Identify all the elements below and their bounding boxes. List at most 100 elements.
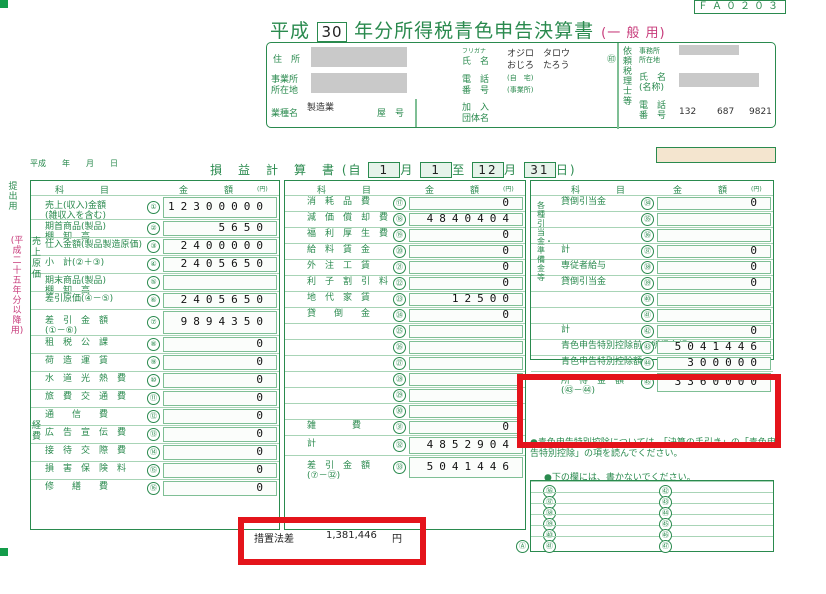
agent-name-field[interactable] [679, 73, 759, 87]
amount-value[interactable]: 9894350 [180, 315, 269, 328]
amount-cell[interactable] [657, 293, 771, 306]
amount-value[interactable]: 4840404 [426, 212, 515, 225]
amount-cell[interactable] [409, 457, 523, 478]
end-day[interactable]: 31 [523, 162, 556, 178]
row-label: 期末商品(製品) 棚 卸 高 [45, 276, 107, 296]
amount-value[interactable]: 0 [256, 373, 269, 386]
amount-value[interactable]: 0 [256, 409, 269, 422]
amount-cell[interactable] [657, 341, 771, 354]
amount-cell[interactable] [409, 341, 523, 354]
amount-cell[interactable] [657, 309, 771, 322]
amount-cell[interactable] [657, 197, 771, 210]
amount-cell[interactable] [409, 197, 523, 210]
amount-cell[interactable] [409, 277, 523, 290]
amount-value[interactable]: 0 [502, 244, 515, 257]
business-type-label: 業種名 [271, 109, 299, 119]
amount-value[interactable]: 2405650 [180, 257, 269, 270]
amount-cell[interactable] [409, 325, 523, 338]
table-row-divider [531, 291, 773, 292]
amount-cell[interactable] [657, 213, 771, 226]
amount-value[interactable]: 12500 [451, 292, 515, 305]
amount-cell[interactable] [657, 277, 771, 290]
amount-cell[interactable] [163, 463, 277, 478]
table-row-divider [31, 219, 279, 220]
address-field[interactable] [311, 47, 407, 67]
name-kana[interactable]: オジロ タロウ [507, 49, 571, 59]
amount-value[interactable]: 0 [750, 260, 763, 273]
row-label: 給 料 賃 金 [307, 245, 371, 255]
row-number: ㊶ [641, 309, 654, 322]
amount-cell[interactable] [163, 197, 277, 218]
amount-value[interactable]: 0 [502, 260, 515, 273]
amount-cell[interactable] [163, 409, 277, 424]
amount-cell[interactable] [657, 245, 771, 258]
business-type-value[interactable]: 製造業 [307, 103, 335, 113]
amount-value[interactable]: 0 [256, 445, 269, 458]
amount-value[interactable]: 5041446 [426, 460, 515, 473]
amount-value[interactable]: 0 [256, 391, 269, 404]
start-day[interactable]: 1 [420, 162, 453, 178]
office-address-field[interactable] [311, 73, 407, 93]
amount-cell[interactable] [163, 293, 277, 308]
agent-phone-3[interactable]: 9821 [749, 107, 772, 117]
end-month[interactable]: 12 [472, 162, 505, 178]
amount-cell[interactable] [163, 445, 277, 460]
amount-cell[interactable] [163, 427, 277, 442]
amount-value[interactable]: 0 [256, 427, 269, 440]
amount-value[interactable]: 0 [750, 276, 763, 289]
amount-value[interactable]: 0 [750, 244, 763, 257]
amount-value[interactable]: 0 [750, 324, 763, 337]
row-number: ㉙ [393, 389, 406, 402]
amount-cell[interactable] [409, 405, 523, 418]
agent-address-field[interactable] [679, 45, 739, 55]
amount-cell[interactable] [409, 213, 523, 226]
amount-cell[interactable] [163, 239, 277, 254]
amount-value[interactable]: 0 [256, 355, 269, 368]
filing-date[interactable]: 平成 年 月 日 [30, 159, 118, 168]
amount-cell[interactable] [163, 275, 277, 290]
amount-cell[interactable] [409, 373, 523, 386]
amount-value[interactable]: 0 [256, 481, 269, 494]
amount-cell[interactable] [163, 373, 277, 388]
amount-value[interactable]: 0 [502, 228, 515, 241]
amount-cell[interactable] [163, 337, 277, 352]
amount-cell[interactable] [409, 293, 523, 306]
amount-value[interactable]: 0 [502, 276, 515, 289]
amount-value[interactable]: 12300000 [168, 200, 269, 213]
amount-cell[interactable] [657, 261, 771, 274]
amount-cell[interactable] [409, 229, 523, 242]
amount-cell[interactable] [409, 261, 523, 274]
title-year[interactable]: 30 [317, 22, 348, 42]
amount-value[interactable]: 2405650 [180, 293, 269, 306]
amount-value[interactable]: 0 [256, 337, 269, 350]
amount-cell[interactable] [163, 355, 277, 370]
amount-cell[interactable] [163, 221, 277, 236]
amount-cell[interactable] [409, 357, 523, 370]
table-row-divider [285, 259, 525, 260]
amount-cell[interactable] [163, 311, 277, 334]
amount-value[interactable]: 0 [256, 463, 269, 476]
amount-value[interactable]: 4852904 [426, 438, 515, 451]
name-value[interactable]: おじろ たろう [507, 61, 570, 71]
amount-value[interactable]: 0 [750, 196, 763, 209]
amount-cell[interactable] [409, 389, 523, 402]
amount-value[interactable]: 0 [502, 308, 515, 321]
amount-cell[interactable] [163, 391, 277, 406]
amount-value[interactable]: 0 [502, 420, 515, 433]
amount-cell[interactable] [163, 257, 277, 272]
amount-value[interactable]: 300000 [687, 356, 763, 369]
agent-phone-2[interactable]: 687 [717, 107, 735, 117]
start-month[interactable]: 1 [368, 162, 401, 178]
amount-cell[interactable] [409, 245, 523, 258]
amount-cell[interactable] [657, 357, 771, 370]
amount-value[interactable]: 5041446 [674, 340, 763, 353]
amount-value[interactable]: 5650 [218, 221, 269, 234]
amount-value[interactable]: 0 [502, 196, 515, 209]
agent-phone-1[interactable]: 132 [679, 107, 697, 117]
amount-cell[interactable] [163, 481, 277, 496]
amount-cell[interactable] [657, 325, 771, 338]
amount-value[interactable]: 2400000 [180, 239, 269, 252]
amount-cell[interactable] [409, 309, 523, 322]
amount-cell[interactable] [657, 229, 771, 242]
